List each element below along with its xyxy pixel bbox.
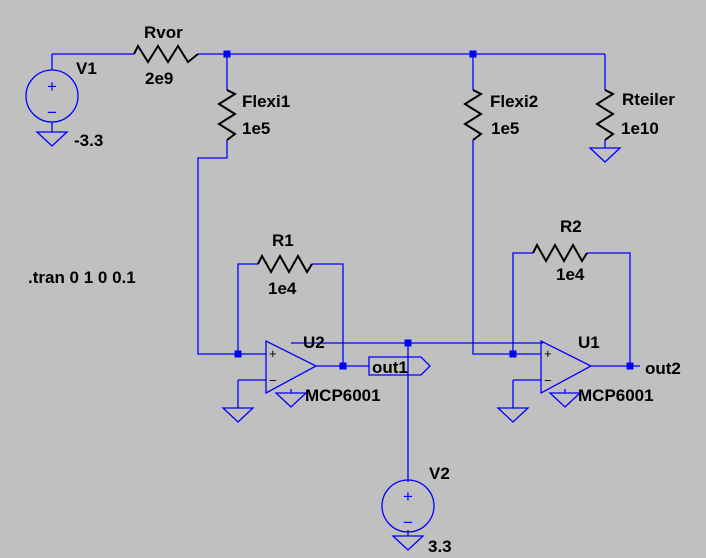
r2-value: 1e4 [556,265,585,284]
ground-symbol [588,147,622,163]
flexi1-value: 1e5 [242,119,270,138]
rvor-resistor[interactable] [133,43,199,64]
r1-label: R1 [272,231,294,250]
ground-symbol [496,407,530,423]
u1-label: U1 [578,333,600,352]
u2-minus-sign: − [269,373,277,388]
rteiler-resistor[interactable] [595,89,616,141]
v1-minus-sign: − [47,103,57,122]
u1-opamp[interactable]: + − [540,339,593,395]
v2-source[interactable]: + − [381,479,435,533]
junction-dot [339,362,347,370]
flexi1-resistor[interactable] [217,89,238,141]
v2-minus-sign: − [403,513,413,532]
junctions [223,50,634,370]
rteiler-label: Rteiler [622,90,675,109]
ground-symbol [391,535,425,551]
flexi2-value: 1e5 [491,119,519,138]
v2-plus-sign: + [403,487,413,506]
v1-label: V1 [76,59,97,78]
flexi2-label: Flexi2 [490,92,538,111]
ground-symbol [35,131,69,147]
junction-dot [469,50,477,58]
spice-directive[interactable]: .tran 0 1 0 0.1 [28,268,136,287]
out2-label[interactable]: out2 [645,359,681,378]
ground-symbol [274,392,308,408]
v1-plus-sign: + [47,77,57,96]
r1-resistor[interactable] [257,253,313,275]
r2-resistor[interactable] [532,242,588,264]
junction-dot [509,350,517,358]
rvor-label: Rvor [144,23,183,42]
u1-minus-sign: − [544,373,552,388]
v1-source[interactable]: + − [25,69,79,132]
out1-net-label[interactable]: out1 [368,356,431,377]
junction-dot [234,350,242,358]
u2-plus-sign: + [269,346,277,361]
u2-label: U2 [303,333,325,352]
ground-symbol [548,392,582,408]
u1-model: MCP6001 [578,386,654,405]
r1-value: 1e4 [268,279,297,298]
rteiler-value: 1e10 [621,119,659,138]
flexi1-label: Flexi1 [242,92,290,111]
out1-label: out1 [372,358,408,377]
u2-opamp[interactable]: + − [265,339,318,395]
v1-value: -3.3 [74,131,103,150]
rvor-value: 2e9 [145,69,173,88]
r2-label: R2 [560,217,582,236]
junction-dot [626,362,634,370]
ground-symbol [221,407,255,423]
junction-dot [404,339,412,347]
flexi2-resistor[interactable] [463,89,484,141]
junction-dot [223,50,231,58]
u2-model: MCP6001 [305,386,381,405]
v2-value: 3.3 [428,537,452,556]
wires [51,53,640,536]
v2-label: V2 [429,464,450,483]
u1-plus-sign: + [544,346,552,361]
